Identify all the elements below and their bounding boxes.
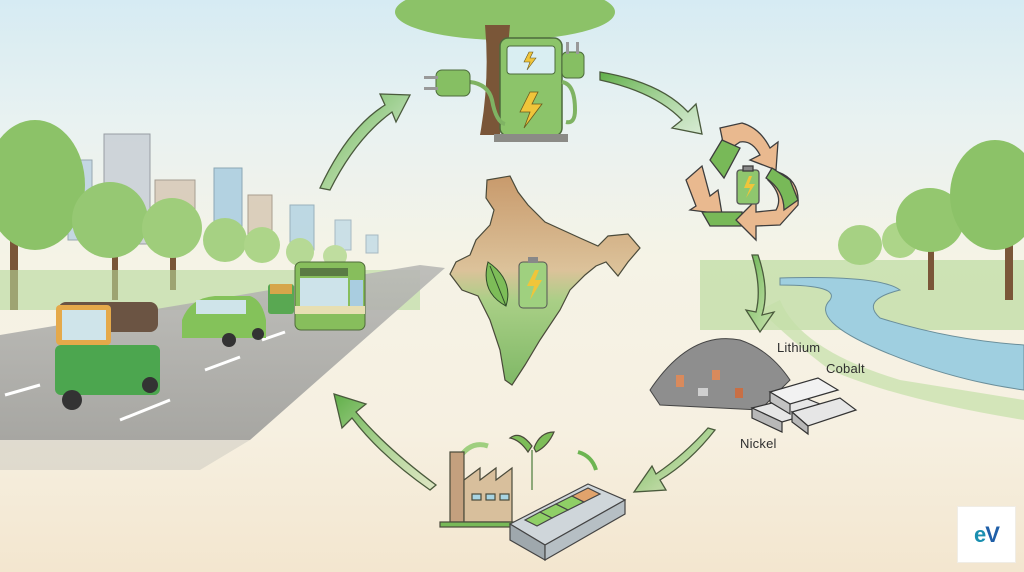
small-rickshaw xyxy=(268,284,294,314)
factory-icon xyxy=(439,431,598,528)
right-scenery xyxy=(700,140,1024,420)
metal-ingots-icon xyxy=(750,377,858,436)
cobalt-label: Cobalt xyxy=(826,361,865,376)
arrow-charging-to-recycling xyxy=(599,71,703,135)
scrap-pile-icon xyxy=(649,338,791,411)
arrow-materials-to-manufacturing xyxy=(632,427,717,493)
arrow-manufacturing-to-mobility xyxy=(333,393,438,491)
lithium-label: Lithium xyxy=(777,340,821,355)
auto-rickshaw xyxy=(55,302,160,410)
india-map-icon xyxy=(449,175,641,386)
arrow-recycling-to-materials xyxy=(744,254,776,334)
cycle-arrows xyxy=(319,71,776,493)
ev-logo-e: e xyxy=(974,521,986,547)
arrow-mobility-to-charging xyxy=(319,93,412,191)
battery-pack-icon xyxy=(508,483,627,562)
ev-logo-v: V xyxy=(985,521,1000,547)
river xyxy=(779,277,1024,391)
electric-bus xyxy=(294,261,366,331)
nickel-label: Nickel xyxy=(740,436,777,451)
ev-logo: eV xyxy=(958,507,1015,562)
recycle-icon xyxy=(685,122,799,242)
lane-markings xyxy=(4,330,286,422)
green-car xyxy=(182,296,266,347)
charging-station-tree xyxy=(395,0,615,142)
ev-logo-text: eV xyxy=(974,521,1000,548)
